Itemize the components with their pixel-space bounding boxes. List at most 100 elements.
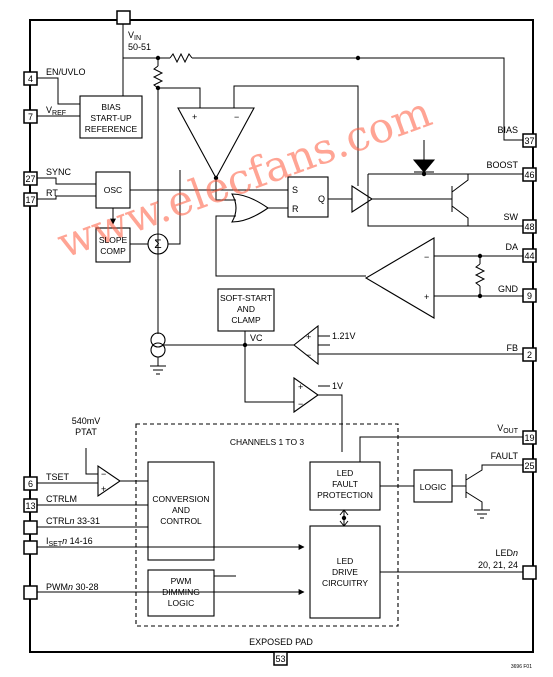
pin-label-da: DA <box>505 242 518 252</box>
vout-comp-plus: + <box>298 382 303 392</box>
or-gate <box>231 193 269 223</box>
pin-label-en: EN/UVLO <box>46 67 86 77</box>
pin-number-exposed: 53 <box>275 654 285 664</box>
pin-label-vout: VOUT <box>497 423 519 435</box>
pin-box-isetn <box>23 540 38 555</box>
tset-amplifier <box>97 464 121 498</box>
led-drive-line2: DRIVE <box>332 567 358 577</box>
sense-amp-minus: − <box>234 112 239 122</box>
pin-number-vref: 7 <box>28 112 33 122</box>
conversion-line2: AND <box>172 505 190 515</box>
slope-line2: COMP <box>100 246 126 256</box>
pin-label-fault: FAULT <box>491 451 519 461</box>
pin-number-boost: 46 <box>524 170 534 180</box>
ptat-line1: 540mV <box>72 416 101 426</box>
pin-box-ledn <box>522 565 537 580</box>
pin-label-boost: BOOST <box>486 160 518 170</box>
led-fault-line1: LED <box>337 468 354 478</box>
logic-label: LOGIC <box>420 482 446 492</box>
junction-dots <box>155 55 483 521</box>
pin-label-exposed: EXPOSED PAD <box>249 637 313 647</box>
pwm-dim-line1: PWM <box>171 576 192 586</box>
sr-latch <box>287 176 329 218</box>
vc-label: VC <box>250 333 263 343</box>
pin-label-sw: SW <box>504 212 519 222</box>
soft-start-clamp-block <box>217 288 275 332</box>
ref-121-label: 1.21V <box>332 331 356 341</box>
pin-number-da: 44 <box>524 251 534 261</box>
bias-startup-reference-block <box>79 95 143 139</box>
sr-r-label: R <box>292 204 299 214</box>
pin-number-fb: 2 <box>527 350 532 360</box>
pin-number-sw: 48 <box>524 222 534 232</box>
tset-amp-minus: − <box>101 469 106 479</box>
pin-label-isetn: ISETn 14-16 <box>46 536 93 548</box>
pwm-dimming-logic-block <box>147 569 215 617</box>
da-amp-minus: − <box>424 252 429 262</box>
pin-number-fault: 25 <box>524 461 534 471</box>
sense-amp-plus: + <box>192 112 197 122</box>
pin-label-ledn: LEDn <box>495 548 518 558</box>
fb-amp-plus: + <box>306 332 311 342</box>
pin-number-vout: 19 <box>524 433 534 443</box>
pin-number-ctrlm: 13 <box>25 501 35 511</box>
bias-block-line3: REFERENCE <box>85 124 138 134</box>
led-fault-line3: PROTECTION <box>317 490 373 500</box>
led-drive-line3: CIRCUITRY <box>322 578 368 588</box>
pin-label-vin: VIN <box>128 30 141 42</box>
pin-number-bias: 37 <box>524 136 534 146</box>
pin-number-sync: 27 <box>25 174 35 184</box>
sr-s-label: S <box>292 185 298 195</box>
slope-line1: SLOPE <box>99 235 128 245</box>
pin-number-en: 4 <box>28 74 33 84</box>
vout-comparator <box>293 376 319 414</box>
conversion-control-block <box>147 461 215 561</box>
fault-drive-link-arrows <box>339 509 349 527</box>
pin-label-pwmn: PWMn 30-28 <box>46 582 99 592</box>
pin-label-bias: BIAS <box>497 125 518 135</box>
pin-number-ledn-list: 20, 21, 24 <box>478 560 518 570</box>
slope-comp-block <box>95 227 131 263</box>
figure-id: 3696 F01 <box>511 664 532 670</box>
switch-driver-buffer <box>351 184 374 214</box>
pin-box-ctrln <box>23 520 38 535</box>
pin-box-pwmn <box>23 585 38 600</box>
pin-label-rt: RT <box>46 188 58 198</box>
conversion-line1: CONVERSION <box>152 494 209 504</box>
vc-current-source-b <box>150 342 166 358</box>
led-fault-line2: FAULT <box>332 479 358 489</box>
pin-box-vin <box>116 10 131 25</box>
softstart-line3: CLAMP <box>231 315 261 325</box>
osc-label: OSC <box>104 185 122 195</box>
conversion-line3: CONTROL <box>160 516 202 526</box>
softstart-line1: SOFT-START <box>220 293 272 303</box>
sigma-label: Σ <box>154 237 161 251</box>
bias-block-line1: BIAS <box>101 102 121 112</box>
tset-amp-plus: + <box>101 484 106 494</box>
current-sense-amplifier <box>177 107 255 180</box>
channels-boundary <box>135 423 399 627</box>
pwm-dim-line3: LOGIC <box>168 598 194 608</box>
pin-label-tset: TSET <box>46 472 70 482</box>
pin-number-vin: 50-51 <box>128 42 151 52</box>
pin-label-ctrlm: CTRLM <box>46 494 77 504</box>
pin-label-ctrln: CTRLn 33-31 <box>46 516 100 526</box>
pin-label-vref: VREF <box>46 105 66 117</box>
da-sense-amplifier <box>364 237 435 319</box>
pwm-dim-line2: DIMMING <box>162 587 200 597</box>
da-amp-plus: + <box>424 292 429 302</box>
channels-label: CHANNELS 1 TO 3 <box>230 437 305 447</box>
led-drive-line1: LED <box>337 556 354 566</box>
pin-number-rt: 17 <box>25 195 35 205</box>
sr-q-label: Q <box>318 194 325 204</box>
pin-label-sync: SYNC <box>46 167 72 177</box>
ptat-line2: PTAT <box>75 427 97 437</box>
pin-number-tset: 6 <box>28 479 33 489</box>
pin-number-gnd: 9 <box>527 291 532 301</box>
wires <box>37 24 523 595</box>
vout-comp-minus: − <box>298 399 303 409</box>
ref-1v-label: 1V <box>332 381 343 391</box>
pin-box-exposed <box>273 651 288 666</box>
fb-amp-minus: − <box>306 350 311 360</box>
